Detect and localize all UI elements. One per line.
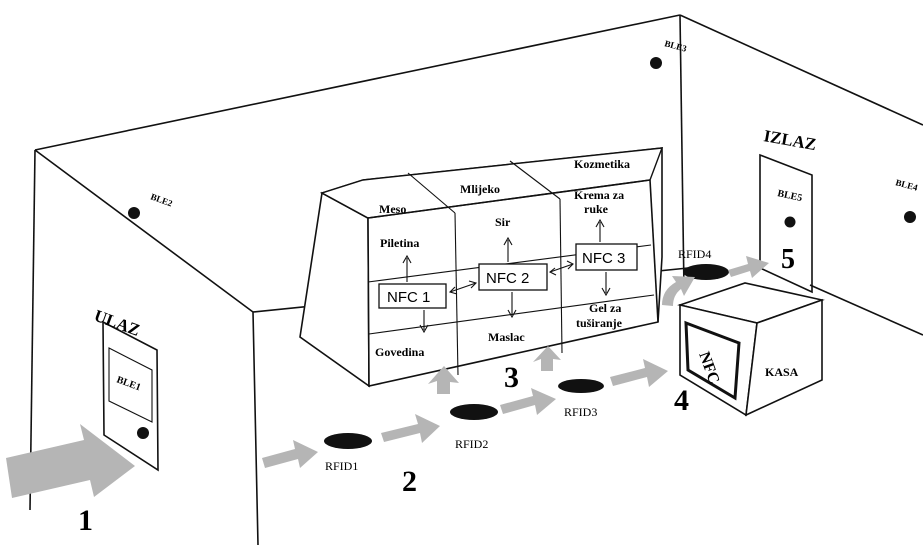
back-corner-edge — [679, 14, 685, 291]
ble2-label: BLE2 — [149, 191, 174, 208]
rfid-readers: RFID1 RFID2 RFID3 RFID4 — [324, 247, 729, 473]
ble5-label: BLE5 — [776, 188, 803, 204]
rfid4-reader-icon — [683, 264, 729, 280]
checkout-nfc-box — [684, 320, 741, 401]
product-krema-line1: Krema za — [574, 188, 624, 202]
product-gel-line1: Gel za — [589, 301, 621, 315]
shelf-top-edge — [367, 179, 651, 219]
step-3-label: 3 — [504, 361, 519, 394]
top-divider-2 — [509, 160, 561, 200]
ble1-label: BLE1 — [115, 374, 142, 393]
checkout-side-face — [745, 298, 823, 417]
path-arrow-icon — [500, 388, 556, 415]
product-sir: Sir — [495, 215, 511, 229]
ble3-label: BLE3 — [663, 38, 688, 54]
link-arrowhead-icon — [419, 324, 429, 334]
nfc2-label: NFC 2 — [486, 270, 529, 287]
nfc-link-arrows — [402, 218, 611, 334]
link-arrowhead-icon — [601, 287, 611, 297]
section-milk-label: Mlijeko — [460, 182, 500, 196]
rfid3-label: RFID3 — [564, 405, 597, 419]
product-gel-line2: tuširanje — [576, 316, 623, 330]
exit-door-frame — [759, 153, 813, 294]
path-arrow-icon — [662, 276, 695, 306]
back-wall-top-edge — [34, 14, 681, 151]
product-govedina: Govedina — [375, 345, 424, 359]
product-shelf: Meso Mlijeko Kozmetika Piletina Sir Krem… — [299, 147, 664, 388]
nfc1-tag-box — [378, 283, 447, 309]
ble2-beacon-icon — [128, 207, 140, 219]
step-1-label: 1 — [78, 504, 93, 537]
link-arrowhead-icon — [503, 236, 513, 246]
product-krema-line2: ruke — [584, 202, 609, 216]
link-arrowhead-icon — [402, 254, 412, 264]
right-wall-top-edge — [679, 14, 923, 126]
step-numbers: 1 2 3 4 — [78, 361, 689, 537]
link-arrowhead-icon — [507, 309, 517, 319]
path-arrow-icon — [728, 256, 769, 278]
step-4-label: 4 — [674, 384, 689, 417]
link-arrowhead-icon — [468, 280, 478, 289]
shelf-side-face — [299, 191, 370, 388]
rfid1-label: RFID1 — [325, 459, 358, 473]
floor-right-edge — [809, 284, 923, 336]
ble4-label: BLE4 — [894, 177, 919, 193]
ble3-beacon-icon — [650, 57, 662, 69]
link-arrowhead-icon — [448, 286, 458, 295]
shelf-right-edge — [649, 179, 659, 323]
shelf-top-face — [320, 147, 664, 219]
nfc2-nfc3-link — [549, 263, 574, 273]
rfid4-label: RFID4 — [678, 247, 711, 261]
nfc1-label: NFC 1 — [387, 289, 430, 306]
rfid1-reader-icon — [324, 433, 372, 449]
rfid3-reader-icon — [558, 379, 604, 393]
link-arrowhead-icon — [566, 260, 574, 270]
top-divider-1 — [407, 172, 456, 214]
checkout-label: KASA — [765, 365, 799, 379]
path-arrow-icon — [610, 359, 668, 387]
customer-path-arrows — [6, 256, 769, 498]
section-cosmetics-label: Kozmetika — [574, 157, 630, 171]
exit-label: IZLAZ — [762, 126, 817, 154]
ble4-beacon-icon — [904, 211, 916, 223]
ble5-beacon-icon — [784, 216, 796, 228]
step-2-label: 2 — [402, 465, 417, 498]
front-divider-2 — [559, 198, 563, 354]
ble1-beacon-icon — [137, 427, 149, 439]
entrance-door-panel — [108, 347, 153, 423]
left-wall-right-edge — [34, 149, 259, 545]
link-arrowhead-icon — [595, 218, 605, 228]
path-arrow-icon — [533, 346, 561, 371]
path-arrow-icon — [381, 414, 440, 443]
exit-door: IZLAZ BLE5 5 — [759, 126, 818, 294]
nfc2-tag-box — [478, 263, 548, 291]
step-5-label: 5 — [781, 244, 795, 275]
nfc1-nfc2-link — [449, 282, 477, 293]
link-arrowhead-icon — [548, 267, 557, 276]
section-meat-label: Meso — [379, 202, 406, 216]
path-arrow-icon — [262, 440, 318, 468]
checkout-counter: NFC KASA — [677, 282, 825, 417]
entrance-door-frame — [102, 320, 159, 472]
entrance-label: ULAZ — [92, 306, 143, 340]
rfid2-label: RFID2 — [455, 437, 488, 451]
product-piletina: Piletina — [380, 236, 419, 250]
rfid2-reader-icon — [450, 404, 498, 420]
left-wall-left-edge — [29, 149, 36, 511]
path-arrow-icon — [428, 366, 459, 394]
entry-arrow-icon — [6, 424, 135, 498]
nfc3-tag-box — [575, 243, 638, 271]
product-maslac: Maslac — [488, 330, 525, 344]
nfc3-label: NFC 3 — [582, 250, 625, 267]
